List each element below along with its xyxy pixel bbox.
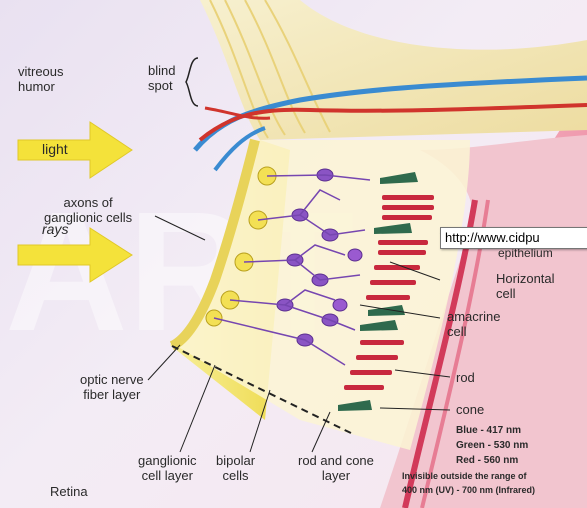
label-cone: cone xyxy=(456,402,484,417)
amacrine-cell xyxy=(333,299,347,311)
light-arrow-upper xyxy=(18,122,132,178)
label-amacrine-cell: amacrine cell xyxy=(447,309,500,339)
label-blind-spot: blind spot xyxy=(148,63,175,93)
url-tooltip: http://www.cidpu xyxy=(440,227,587,249)
label-retina: Retina xyxy=(50,484,88,499)
label-vitreous-humor: vitreous humor xyxy=(18,64,64,94)
label-rod: rod xyxy=(456,370,475,385)
label-optic-nerve-fiber-layer: optic nerve fiber layer xyxy=(80,372,144,402)
label-ganglionic-cell-layer: ganglionic cell layer xyxy=(138,453,197,483)
label-bipolar-cells: bipolar cells xyxy=(216,453,255,483)
wavelength-blue: Blue - 417 nm xyxy=(456,425,521,437)
invisible-note: Invisible outside the range of xyxy=(402,470,527,482)
label-horizontal-cell: Horizontal cell xyxy=(496,271,555,301)
wavelength-red: Red - 560 nm xyxy=(456,455,518,467)
label-light: light xyxy=(42,142,68,157)
wavelength-range: 400 nm (UV) - 700 nm (Infrared) xyxy=(402,484,535,496)
wavelength-green: Green - 530 nm xyxy=(456,440,528,452)
blind-spot-brace xyxy=(186,58,198,106)
label-rod-cone-layer: rod and cone layer xyxy=(298,453,374,483)
horizontal-cell xyxy=(348,249,362,261)
label-rays: rays xyxy=(42,222,68,237)
